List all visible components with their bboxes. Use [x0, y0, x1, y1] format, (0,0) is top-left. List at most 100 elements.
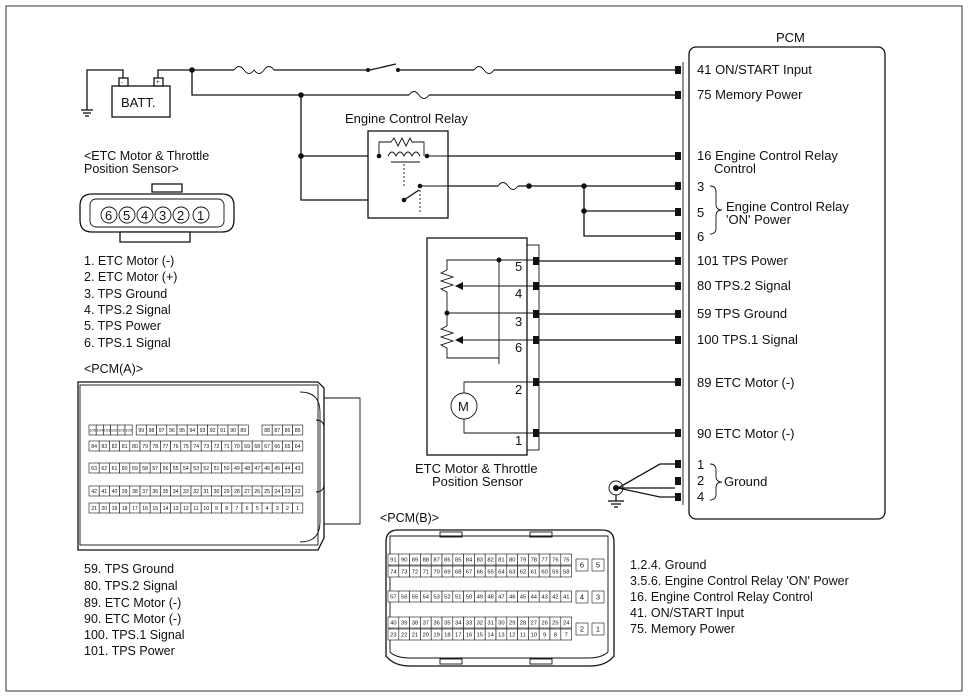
pcm-b-pin-31: 31: [487, 621, 493, 627]
pcm-b-pin-54: 54: [423, 595, 430, 601]
pcm-b-pin-32: 32: [477, 621, 483, 627]
pcm-a-pin-62: 62: [101, 466, 107, 472]
pcm-b-pin-41: 41: [563, 595, 569, 601]
pcm-a-pin-4: 4: [266, 506, 269, 512]
pcm-pin-100-label: 100 TPS.1 Signal: [697, 332, 798, 347]
pcm-pin-75-label: 75 Memory Power: [697, 87, 803, 102]
pcm-a-pin-46: 46: [264, 466, 270, 472]
pcm-b-pin-35: 35: [444, 621, 450, 627]
pcm-a-pin-75: 75: [183, 444, 189, 450]
etc-pin-3: 3: [159, 208, 166, 223]
pcm-a-pin-74: 74: [193, 444, 199, 450]
pcm-b-pin-33: 33: [466, 621, 472, 627]
pcm-a-pin-7: 7: [235, 506, 238, 512]
pcm-b-pin-29: 29: [509, 621, 515, 627]
pcm-a-pin-6: 6: [246, 506, 249, 512]
pcm-a-pin-25: 25: [264, 489, 270, 495]
pcm-b-pin-3: 3: [596, 593, 600, 602]
relay-on-power-label-2: 'ON' Power: [726, 212, 792, 227]
pcm-b-pin-79: 79: [520, 558, 526, 564]
pcm-b-pin-52: 52: [444, 595, 450, 601]
pcm-a-pin-1: 1: [296, 506, 299, 512]
relay-coil-icon: [376, 136, 448, 214]
pcm-b-pin-30: 30: [498, 621, 504, 627]
pcm-a-legend-4: 90. ETC Motor (-): [84, 612, 181, 626]
pcm-b-pin-56: 56: [401, 595, 407, 601]
pcm-a-pin-63: 63: [91, 466, 97, 472]
pcm-pin-90-label: 90 ETC Motor (-): [697, 426, 795, 441]
pcm-a-pin-85-cell: [292, 424, 304, 436]
pcm-a-pin-31: 31: [203, 489, 209, 495]
pcm-a-pin-15: 15: [152, 506, 158, 512]
pcm-a-pin-11: 11: [193, 506, 198, 512]
pcm-b-pin-48: 48: [487, 595, 493, 601]
pcm-b-pin-18: 18: [444, 633, 450, 639]
pcm-a-pin-68: 68: [254, 444, 260, 450]
pcm-pin-5-label: 5: [697, 205, 704, 220]
sensor-pin-3: 3: [515, 314, 522, 329]
pcm-a-pin-79: 79: [142, 444, 148, 450]
pcm-b-pin-23: 23: [390, 633, 396, 639]
pcm-a-pin-76: 76: [173, 444, 179, 450]
pcm-b-pin-14: 14: [487, 633, 494, 639]
etc-pin-2: 2: [177, 208, 184, 223]
pcm-b-pin-62: 62: [520, 570, 526, 576]
pcm-a-pin-45: 45: [274, 466, 280, 472]
pcm-b-pin-28: 28: [520, 621, 526, 627]
pcm-b-pin-7-cell: [560, 628, 572, 641]
pcm-a-pin-10: 10: [203, 506, 209, 512]
pcm-b-pin-24: 24: [563, 621, 570, 627]
etc-legend-6: 6. TPS.1 Signal: [84, 336, 171, 350]
pcm-b-pin-90: 90: [401, 558, 407, 564]
pcm-b-pin-85: 85: [455, 558, 461, 564]
etc-legend-5: 5. TPS Power: [84, 319, 161, 333]
pcm-b-pin-83: 83: [477, 558, 483, 564]
pcm-a-pin-14: 14: [163, 506, 169, 512]
pcm-b-pin-6: 6: [580, 561, 584, 570]
pcm-b-pin-8: 8: [554, 633, 557, 639]
pcm-b-pin-81: 81: [498, 558, 504, 564]
pcm-a-pin-64-cell: [292, 440, 304, 452]
pcm-b-pin-67: 67: [466, 570, 472, 576]
pcm-a-pin-9: 9: [215, 506, 218, 512]
pcm-a-legend-6: 101. TPS Power: [84, 644, 175, 658]
pcm-a-pin-85: 85: [295, 428, 301, 434]
pcm-a-pin-92: 92: [210, 428, 216, 434]
pcm-a-pin-94: 94: [189, 428, 195, 434]
pcm-b-legend: 1.2.4. Ground 3.5.6. Engine Control Rela…: [630, 558, 849, 636]
sensor-pin-4: 4: [515, 286, 522, 301]
pcm-a-pin-58: 58: [142, 466, 148, 472]
pcm-b-title: <PCM(B)>: [380, 511, 439, 525]
battery-neg: -: [121, 80, 123, 86]
pcm-b-pin-40: 40: [390, 621, 396, 627]
pcm-b-pin-4-cell: [575, 590, 589, 604]
pcm-a-pin-35: 35: [163, 489, 169, 495]
pcm-b-pin-15: 15: [477, 633, 483, 639]
motor-icon: M: [450, 381, 536, 434]
pcm-pin-6-label: 6: [697, 229, 704, 244]
pcm-a-pin-5: 5: [256, 506, 259, 512]
pcm-a-pin-8: 8: [225, 506, 228, 512]
etc-pin-4: 4: [141, 208, 148, 223]
pcm-a-pin-69: 69: [244, 444, 250, 450]
pcm-a-pin-59: 59: [132, 466, 138, 472]
pcm-a-pin-103: 103: [104, 427, 111, 432]
pcm-a-pin-98: 98: [149, 428, 155, 434]
ground-wiring: [608, 463, 675, 508]
pcm-b-pin-82: 82: [487, 558, 493, 564]
pcm-b-pin-26: 26: [541, 621, 547, 627]
pcm-b-pin-45: 45: [520, 595, 526, 601]
etc-connector-icon: [79, 183, 235, 243]
pcm-a-pin-88: 88: [264, 428, 270, 434]
pcm-a-pin-19: 19: [112, 506, 118, 512]
pcm-b-pin-5: 5: [596, 561, 600, 570]
pcm-a-pin-43: 43: [295, 466, 301, 472]
pcm-ground-pin-1: 1: [697, 457, 704, 472]
pcm-a-pin-102: 102: [111, 427, 118, 432]
pcm-b-pin-75-cell: [560, 553, 572, 566]
pcm-a-legend-2: 80. TPS.2 Signal: [84, 579, 178, 593]
sensor-title-1: ETC Motor & Throttle: [415, 461, 538, 476]
pcm-b-pin-17: 17: [455, 633, 461, 639]
pcm-b-legend-2: 3.5.6. Engine Control Relay 'ON' Power: [630, 574, 849, 588]
